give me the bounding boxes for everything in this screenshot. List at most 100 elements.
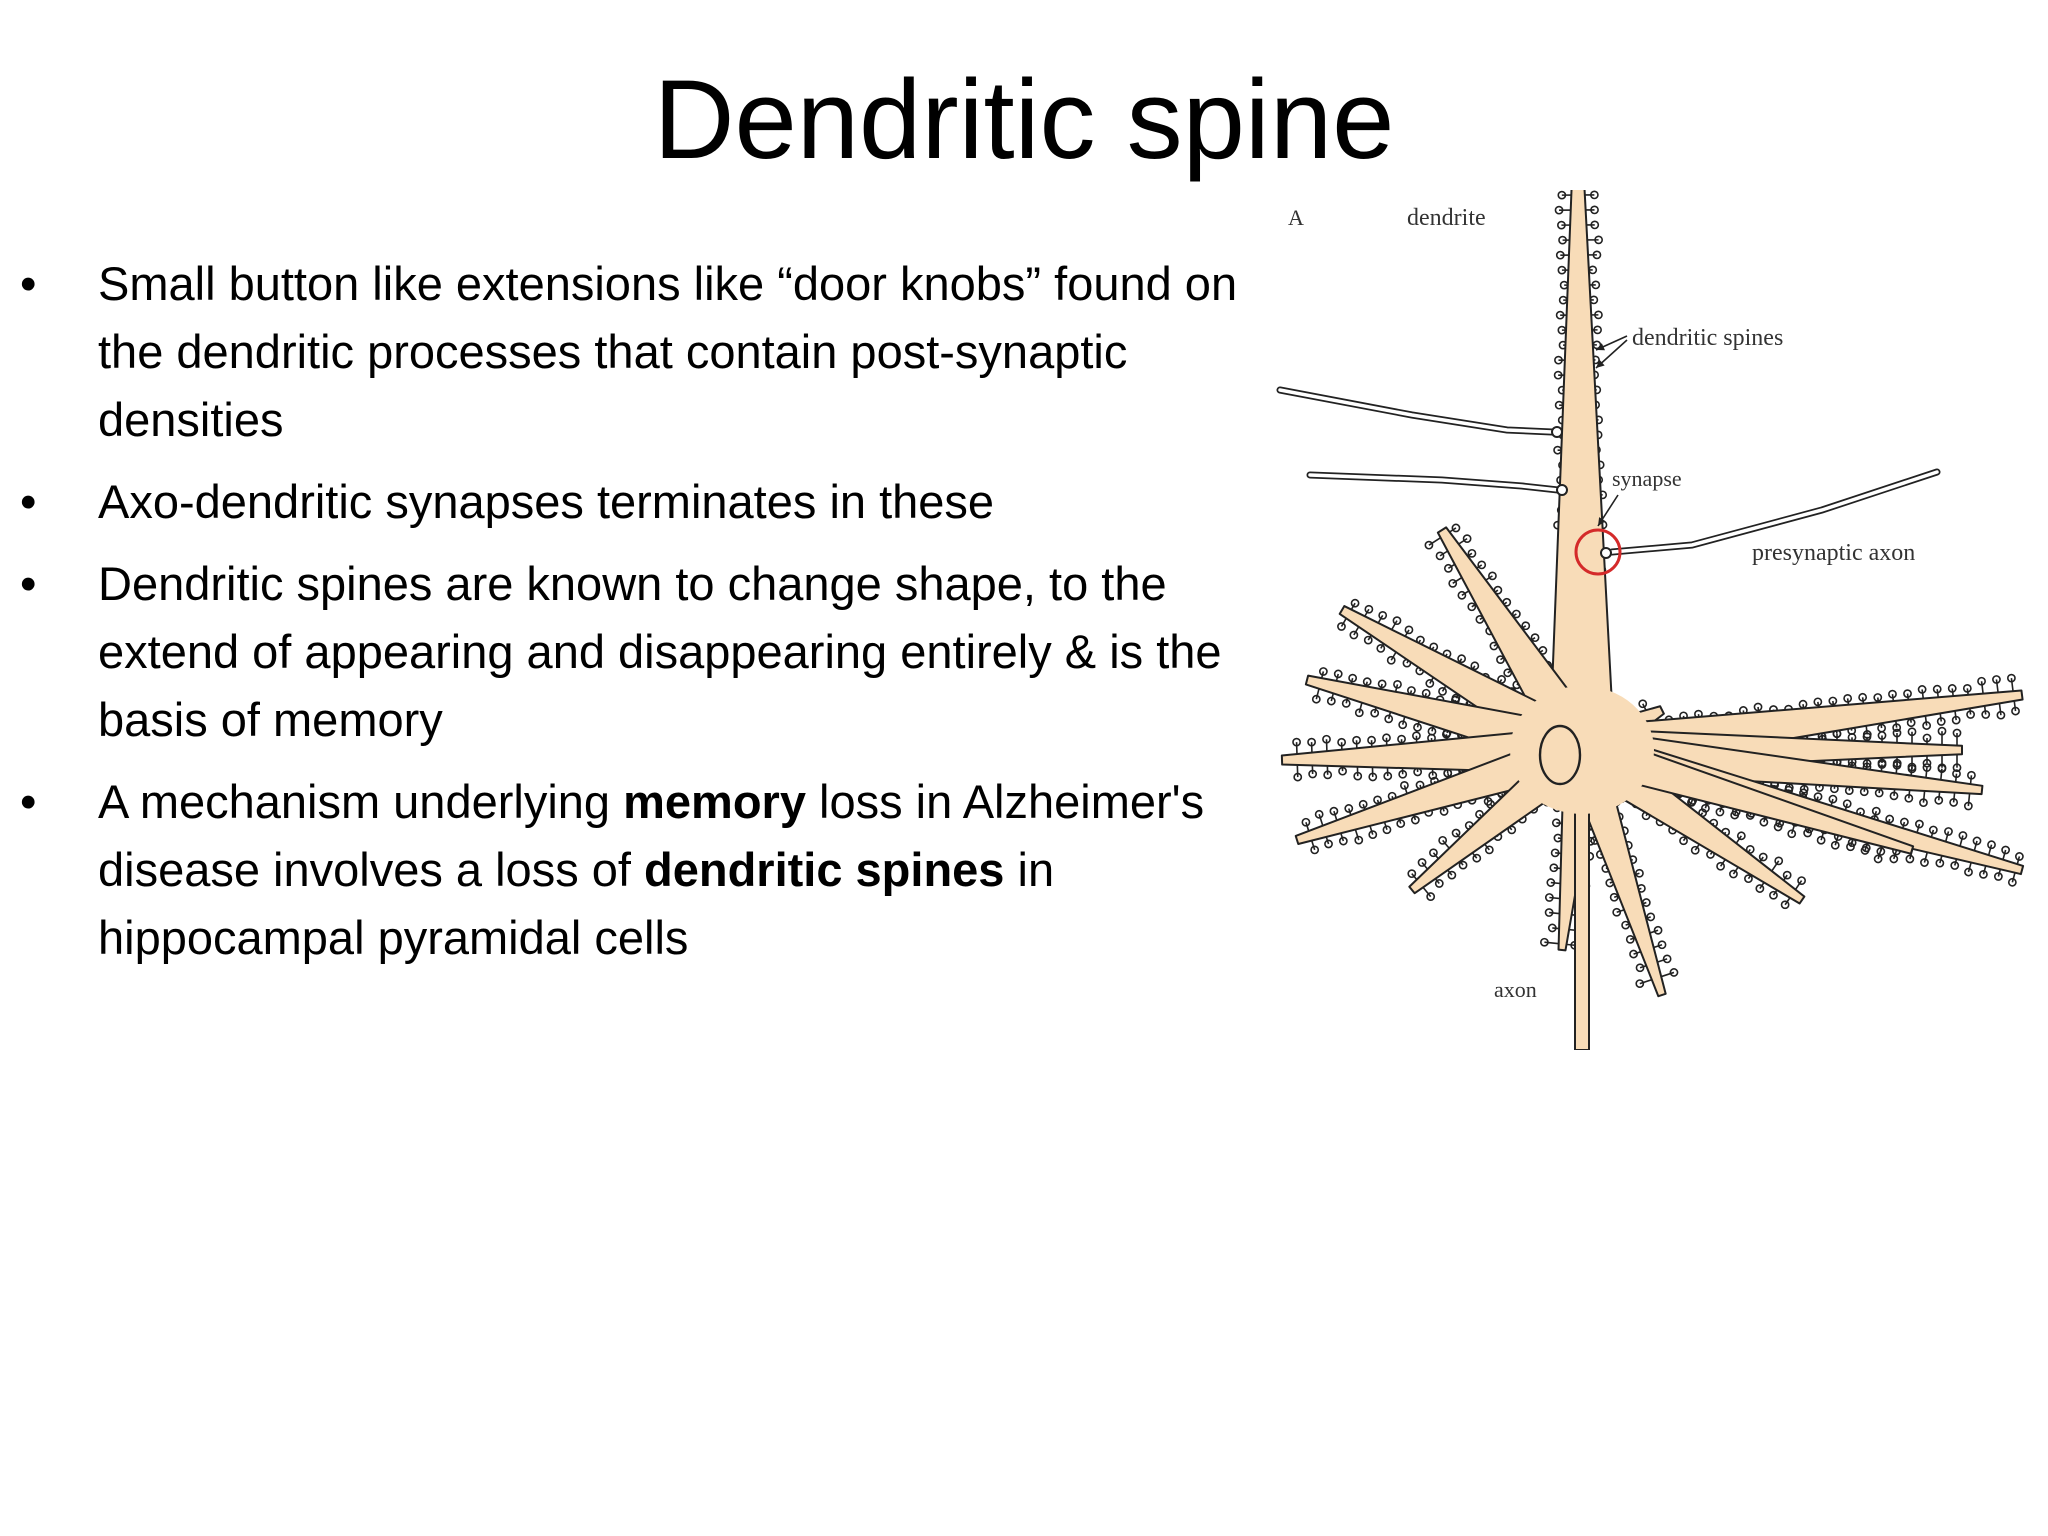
- spine-head: [1907, 727, 1917, 737]
- spine-head: [1544, 893, 1554, 902]
- spine-head: [1458, 860, 1468, 870]
- spine-head: [1308, 769, 1318, 779]
- spine-head: [1907, 762, 1917, 772]
- spine-neck: [1544, 941, 1561, 945]
- spine-head: [1326, 696, 1336, 706]
- spine-head: [1412, 731, 1421, 741]
- spine-head: [1386, 655, 1396, 665]
- spine-head: [1905, 854, 1915, 864]
- spine-head: [1816, 835, 1826, 845]
- bullet-item: • Small button like extensions like “doo…: [20, 250, 1270, 454]
- spine-head: [1977, 676, 1986, 686]
- spine-head: [1551, 818, 1561, 828]
- arrowhead-icon: [1596, 359, 1605, 368]
- spine-head: [1947, 684, 1957, 693]
- spine-head: [1363, 635, 1373, 645]
- spine-head: [1434, 879, 1444, 888]
- spine-head: [1889, 791, 1899, 801]
- spine-head: [1301, 817, 1311, 827]
- nucleus: [1538, 724, 1582, 786]
- bullet-text: A mechanism underlying memory loss in Al…: [98, 775, 1204, 964]
- spine-head: [1393, 679, 1402, 689]
- spine-head: [1797, 876, 1806, 885]
- spine-head: [1877, 760, 1887, 769]
- spine-head: [1846, 842, 1855, 852]
- spine-head: [1511, 609, 1521, 619]
- spine-head: [1457, 590, 1467, 600]
- spine-head: [1730, 810, 1740, 820]
- spine-head: [1470, 661, 1480, 671]
- spine-head: [1397, 734, 1406, 744]
- spine-head: [1503, 668, 1513, 678]
- spine-head: [1544, 908, 1554, 917]
- spine-head: [1435, 551, 1445, 561]
- spine-head: [1447, 870, 1457, 880]
- spine-head: [1318, 667, 1328, 676]
- bullet-dot-icon: •: [20, 775, 37, 828]
- spine-head: [1958, 831, 1968, 840]
- spine-head: [1555, 250, 1565, 260]
- spine-head: [1874, 788, 1884, 798]
- synapse-highlight-circle: [1574, 528, 1622, 576]
- spine-head: [1952, 728, 1962, 738]
- spine-head: [1354, 708, 1364, 718]
- spine-head: [1803, 828, 1813, 838]
- spine-head: [1773, 822, 1783, 832]
- spine-head: [1787, 829, 1797, 839]
- presynaptic-axons: [1276, 386, 1941, 559]
- neuron-diagram: A dendrite dendritic spines synapse pres…: [1276, 190, 2025, 1050]
- spine-head: [1407, 869, 1417, 879]
- dendritic-spines: [1292, 190, 2024, 988]
- spine-head: [1358, 799, 1368, 809]
- spine-head: [1547, 923, 1557, 933]
- spine-head: [1488, 571, 1497, 581]
- spine-head: [1398, 769, 1408, 779]
- spine-head: [1362, 677, 1372, 687]
- spine-head: [1589, 190, 1599, 200]
- spine-head: [1540, 937, 1549, 947]
- bullet-item: • A mechanism underlying memory loss in …: [20, 768, 1270, 972]
- spine-head: [1922, 758, 1932, 768]
- spine-head: [1653, 925, 1663, 935]
- spine-head: [1368, 830, 1378, 840]
- spine-head: [1368, 772, 1378, 782]
- bullet-text-run: in hippocampal pyramidal cells: [98, 843, 1055, 964]
- spine-head: [2001, 845, 2011, 855]
- spine-head: [1398, 720, 1408, 730]
- spine-head: [1609, 892, 1619, 902]
- spine-head: [1314, 809, 1324, 819]
- bullet-text-run: Dendritic spines are known to change sha…: [98, 557, 1222, 746]
- bullet-text-run: Axo-dendritic synapses terminates in the…: [98, 475, 995, 528]
- spine-head: [1410, 815, 1420, 825]
- spine-head: [1862, 759, 1872, 768]
- spine-head: [1996, 710, 2006, 720]
- spine-head: [1715, 807, 1725, 817]
- spine-head: [1590, 220, 1600, 230]
- spine-head: [1629, 949, 1638, 959]
- spine-head: [1382, 825, 1392, 835]
- spine-head: [1915, 819, 1924, 829]
- spine-head: [1993, 872, 2003, 881]
- spine-head: [1936, 717, 1946, 726]
- bullet-dot-icon: •: [20, 557, 37, 610]
- spine-head: [1669, 968, 1679, 977]
- spine-head: [1922, 733, 1932, 743]
- spine-head: [1877, 731, 1887, 740]
- spine-head: [1759, 817, 1769, 827]
- spine-head: [1337, 737, 1347, 747]
- spine-head: [1484, 845, 1494, 855]
- spine-head: [1885, 814, 1895, 824]
- spine-head: [1900, 817, 1909, 827]
- spine-head: [1967, 770, 1976, 780]
- spine-head: [1558, 235, 1567, 245]
- spine-head: [1935, 858, 1945, 868]
- spine-head: [1429, 848, 1438, 858]
- spine-head: [1462, 534, 1472, 544]
- axon-terminal: [1551, 426, 1563, 438]
- spine-head: [1892, 758, 1902, 768]
- axon-terminal: [1556, 484, 1568, 496]
- spine-head: [1842, 799, 1852, 809]
- spine-head: [1951, 715, 1961, 725]
- bullet-list: • Small button like extensions like “doo…: [20, 250, 1270, 986]
- spine-head: [1373, 795, 1382, 805]
